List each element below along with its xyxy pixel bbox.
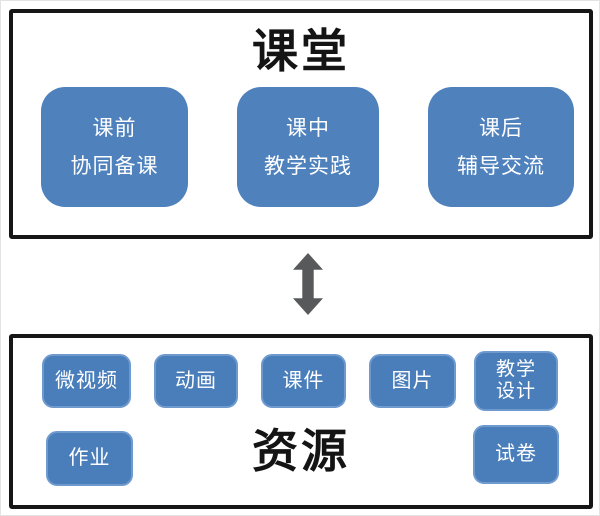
resources-panel: 资源 微视频 动画 课件 图片 教学 设计 作业 试卷 — [9, 334, 593, 509]
bidirectional-arrow-icon — [293, 253, 323, 315]
phase-box-before-class: 课前 协同备课 — [41, 87, 188, 207]
phase-box-line2: 教学实践 — [264, 154, 352, 178]
resource-box-homework: 作业 — [46, 431, 133, 486]
resource-box-label: 动画 — [175, 369, 217, 392]
resource-box-pictures: 图片 — [369, 354, 456, 408]
classroom-panel: 课堂 课前 协同备课 课中 教学实践 课后 辅导交流 — [9, 9, 593, 239]
resource-box-micro-video: 微视频 — [42, 354, 131, 408]
resource-box-test-paper: 试卷 — [473, 425, 559, 484]
phase-box-line1: 课前 — [92, 116, 137, 140]
phase-box-line2: 协同备课 — [70, 154, 159, 178]
resource-box-line1: 教学 — [495, 359, 536, 381]
phase-box-line2: 辅导交流 — [457, 154, 545, 178]
resources-title: 资源 — [252, 425, 350, 477]
resource-box-label: 试卷 — [495, 443, 537, 465]
phase-box-line1: 课中 — [286, 116, 330, 140]
classroom-title: 课堂 — [252, 25, 350, 77]
resource-box-label: 微视频 — [55, 369, 118, 392]
phase-box-after-class: 课后 辅导交流 — [428, 87, 574, 207]
resource-box-courseware: 课件 — [261, 354, 346, 408]
resource-box-label: 课件 — [282, 369, 325, 392]
resource-box-label: 图片 — [391, 369, 434, 392]
resource-box-label: 作业 — [68, 447, 111, 469]
resource-box-animation: 动画 — [154, 354, 238, 408]
resource-box-teaching-design: 教学 设计 — [474, 351, 558, 411]
resource-box-line2: 设计 — [495, 381, 536, 402]
phase-box-line1: 课后 — [479, 116, 523, 140]
phase-box-during-class: 课中 教学实践 — [237, 87, 379, 207]
